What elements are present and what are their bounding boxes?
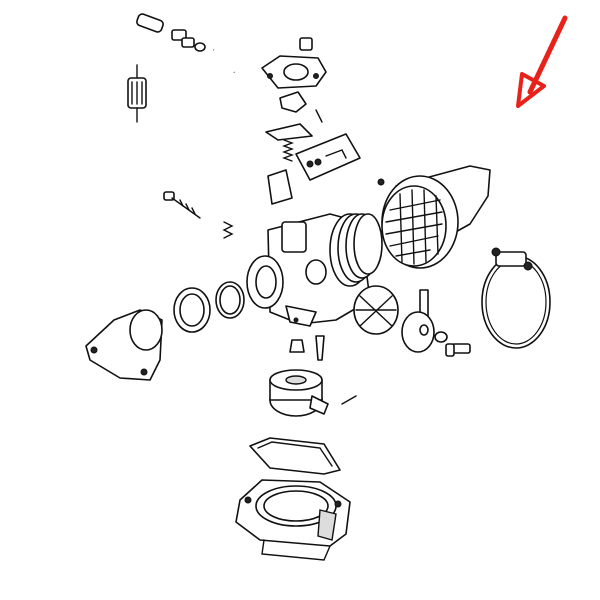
float xyxy=(267,169,293,205)
idle-screw xyxy=(163,191,201,219)
choke-valve xyxy=(401,289,435,353)
washer xyxy=(434,331,448,343)
air-filter xyxy=(377,165,491,269)
float-needle-assembly xyxy=(265,123,313,162)
jet-inset-box xyxy=(295,133,361,181)
hose-clamp xyxy=(481,247,551,349)
choke-screw xyxy=(445,343,471,357)
choke-grid-disc xyxy=(353,285,399,335)
banjo-bolt xyxy=(171,29,195,48)
o-ring-gasket xyxy=(215,281,245,319)
fuel-pipe-fitting xyxy=(136,13,164,33)
main-jet xyxy=(289,339,305,353)
filter-mesh xyxy=(385,189,443,265)
idle-spring xyxy=(222,221,234,239)
intake-manifold xyxy=(85,309,163,381)
insulator-spacer xyxy=(173,287,211,333)
fuel-filter xyxy=(127,64,147,123)
float-chamber-cover xyxy=(261,37,327,89)
throttle-slide xyxy=(269,369,329,417)
float-bowl-gasket xyxy=(249,437,341,475)
float-bowl xyxy=(235,479,351,561)
air-intake-bellows xyxy=(329,213,383,287)
fuel-hose xyxy=(213,48,236,73)
red-arrow-icon xyxy=(516,15,568,108)
washer-small xyxy=(194,42,206,52)
carburetor-body xyxy=(246,213,371,327)
float-lever xyxy=(279,91,323,123)
slide-pin xyxy=(341,395,357,405)
needle-jet xyxy=(315,335,325,361)
